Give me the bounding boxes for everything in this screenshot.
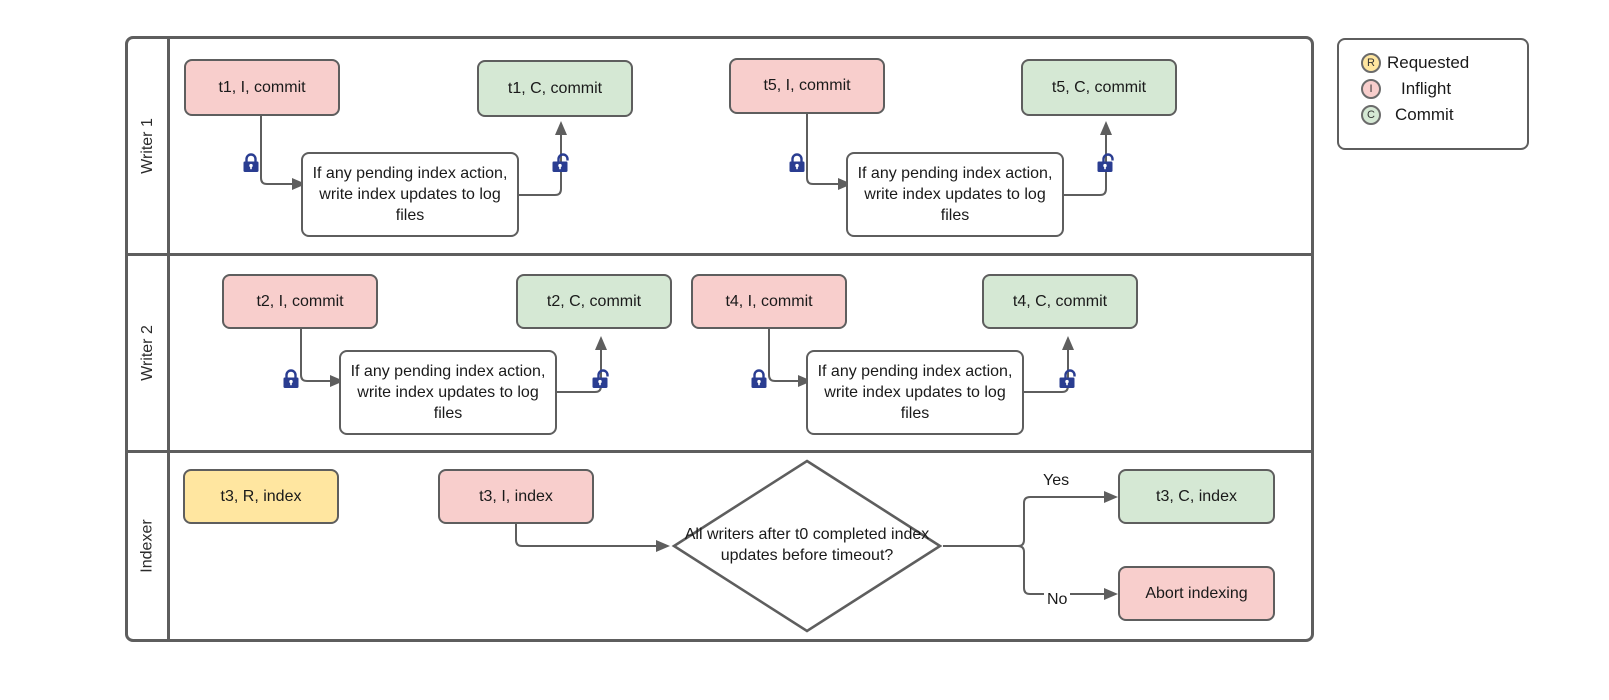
unlock-icon-writer1-left xyxy=(550,152,572,174)
commit-badge-icon: C xyxy=(1361,105,1381,125)
legend-label-requested: Requested xyxy=(1387,53,1470,72)
edge-label-no: No xyxy=(1044,591,1071,609)
node-t3-inflight[interactable]: t3, I, index xyxy=(438,469,594,524)
lane-header-writer-1: Writer 1 xyxy=(128,39,170,253)
node-abort-indexing[interactable]: Abort indexing xyxy=(1118,566,1275,621)
lane-label-writer-1: Writer 1 xyxy=(138,118,156,174)
node-writer2-process-right[interactable]: If any pending index action, write index… xyxy=(806,350,1024,435)
lock-icon-writer1-left xyxy=(240,152,262,174)
node-t4-inflight[interactable]: t4, I, commit xyxy=(691,274,847,329)
lane-indexer: Indexer xyxy=(128,453,1311,639)
lane-header-indexer: Indexer xyxy=(128,453,170,639)
lane-divider-2 xyxy=(128,450,1311,453)
legend-item-commit: C Commit xyxy=(1361,102,1527,128)
node-t5-commit[interactable]: t5, C, commit xyxy=(1021,59,1177,116)
node-writer1-process-right[interactable]: If any pending index action, write index… xyxy=(846,152,1064,237)
requested-badge-icon: R xyxy=(1361,53,1381,73)
unlock-icon-writer2-left xyxy=(590,368,612,390)
lane-writer-1: Writer 1 xyxy=(128,39,1311,253)
node-t1-commit[interactable]: t1, C, commit xyxy=(477,60,633,117)
node-t3-requested[interactable]: t3, R, index xyxy=(183,469,339,524)
node-t2-inflight[interactable]: t2, I, commit xyxy=(222,274,378,329)
legend-label-commit: Commit xyxy=(1395,105,1454,124)
lane-label-writer-2: Writer 2 xyxy=(138,325,156,381)
legend-panel: R Requested I Inflight C Commit xyxy=(1337,38,1529,150)
node-t3-commit[interactable]: t3, C, index xyxy=(1118,469,1275,524)
lane-header-writer-2: Writer 2 xyxy=(128,256,170,450)
edge-label-yes: Yes xyxy=(1040,472,1073,490)
unlock-icon-writer2-right xyxy=(1057,368,1079,390)
node-t2-commit[interactable]: t2, C, commit xyxy=(516,274,672,329)
legend-item-inflight: I Inflight xyxy=(1361,76,1527,102)
node-t5-inflight[interactable]: t5, I, commit xyxy=(729,58,885,114)
lock-icon-writer2-left xyxy=(280,368,302,390)
inflight-badge-icon: I xyxy=(1361,79,1381,99)
node-writer1-process-left[interactable]: If any pending index action, write index… xyxy=(301,152,519,237)
legend-item-requested: R Requested xyxy=(1361,50,1527,76)
lock-icon-writer1-right xyxy=(786,152,808,174)
node-t1-inflight[interactable]: t1, I, commit xyxy=(184,59,340,116)
lane-label-indexer: Indexer xyxy=(138,519,156,573)
node-t4-commit[interactable]: t4, C, commit xyxy=(982,274,1138,329)
decision-label: All writers after t0 completed index upd… xyxy=(684,526,930,564)
node-writer2-process-left[interactable]: If any pending index action, write index… xyxy=(339,350,557,435)
lock-icon-writer2-right xyxy=(748,368,770,390)
lane-writer-2: Writer 2 xyxy=(128,256,1311,450)
legend-label-inflight: Inflight xyxy=(1401,79,1452,98)
node-decision-index-updates[interactable]: All writers after t0 completed index upd… xyxy=(671,458,943,634)
lane-divider-1 xyxy=(128,253,1311,256)
unlock-icon-writer1-right xyxy=(1095,152,1117,174)
